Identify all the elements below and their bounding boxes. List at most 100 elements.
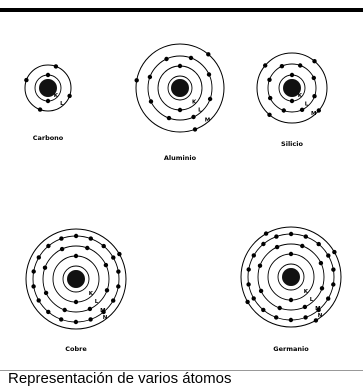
electron <box>289 252 293 256</box>
electron <box>278 306 282 310</box>
shell-label-l: L <box>198 108 202 114</box>
electron <box>274 315 278 319</box>
electron <box>74 320 78 324</box>
electron <box>331 282 335 286</box>
electron <box>164 57 168 61</box>
electron <box>312 94 316 98</box>
electron <box>332 250 336 254</box>
electron <box>111 298 115 302</box>
electron <box>43 266 47 270</box>
electron <box>46 73 50 77</box>
electron <box>111 255 115 259</box>
shell-label-m: M <box>205 118 210 124</box>
electron <box>189 56 193 60</box>
electron <box>267 78 271 82</box>
atom-name-label: Cobre <box>65 345 87 353</box>
electron <box>261 242 265 246</box>
electron <box>191 115 195 119</box>
electron <box>32 269 36 273</box>
electron <box>275 245 279 249</box>
electron <box>317 108 321 112</box>
shell-label-k: K <box>192 99 197 105</box>
electron <box>274 234 278 238</box>
electron <box>298 63 302 67</box>
electron <box>104 263 108 267</box>
electron <box>208 97 212 101</box>
electron <box>167 116 171 120</box>
shell-label-k: K <box>54 93 59 99</box>
electron <box>178 108 182 112</box>
atom-aluminio: KLM Aluminio <box>135 44 225 162</box>
electron <box>300 244 304 248</box>
atom-name-label: Aluminio <box>164 154 197 162</box>
electron <box>88 307 92 311</box>
electron <box>290 73 294 77</box>
electron <box>312 59 316 63</box>
electron <box>135 78 139 82</box>
electron <box>263 63 267 67</box>
atom-carbono: KLCarbono <box>24 64 72 142</box>
electron <box>247 267 251 271</box>
electron <box>317 242 321 246</box>
electron <box>207 72 211 76</box>
shell-label-k: K <box>298 93 303 99</box>
atoms-diagram: KLCarbonoKLMAluminioKLMSilicioKLMNCobreK… <box>0 14 363 370</box>
electron <box>246 282 250 286</box>
electron <box>62 308 66 312</box>
electron <box>74 300 78 304</box>
electron <box>116 269 120 273</box>
electron <box>259 289 263 293</box>
electron <box>46 244 50 248</box>
electron <box>67 94 71 98</box>
shell-label-k: K <box>89 291 94 297</box>
electron <box>206 52 210 56</box>
atom-name-label: Carbono <box>33 134 64 142</box>
shell-label-n: N <box>103 315 108 321</box>
electron <box>290 99 294 103</box>
electron <box>326 253 330 257</box>
electron <box>117 252 121 256</box>
electron <box>54 64 58 68</box>
electron <box>102 244 106 248</box>
electron <box>193 127 197 131</box>
nucleus <box>282 268 300 286</box>
electron <box>289 298 293 302</box>
atom-name-label: Silicio <box>281 140 303 148</box>
electron <box>37 255 41 259</box>
shell-label-m: M <box>100 308 105 314</box>
electron <box>148 75 152 79</box>
electron <box>46 99 50 103</box>
electron <box>303 305 307 309</box>
electron <box>178 64 182 68</box>
electron <box>289 318 293 322</box>
electron <box>331 267 335 271</box>
electron <box>44 291 48 295</box>
electron <box>245 300 249 304</box>
electron <box>74 254 78 258</box>
electron <box>31 284 35 288</box>
electron <box>267 113 271 117</box>
electron <box>60 247 64 251</box>
electron <box>258 264 262 268</box>
electron <box>252 253 256 257</box>
shell-label-n: N <box>318 313 323 319</box>
top-rule <box>0 8 363 12</box>
electron <box>37 298 41 302</box>
electron <box>280 64 284 68</box>
electron <box>264 231 268 235</box>
electron <box>319 261 323 265</box>
electron <box>88 317 92 321</box>
electron <box>300 108 304 112</box>
electron <box>74 234 78 238</box>
atom-name-label: Germanio <box>273 345 309 353</box>
electron <box>326 296 330 300</box>
shell-label-m: M <box>311 111 316 117</box>
figure-caption: Representación de varios átomos <box>8 370 231 387</box>
electron <box>312 76 316 80</box>
electron <box>303 315 307 319</box>
electron <box>59 317 63 321</box>
atom-germanio: KLMNGermanio <box>241 227 341 353</box>
